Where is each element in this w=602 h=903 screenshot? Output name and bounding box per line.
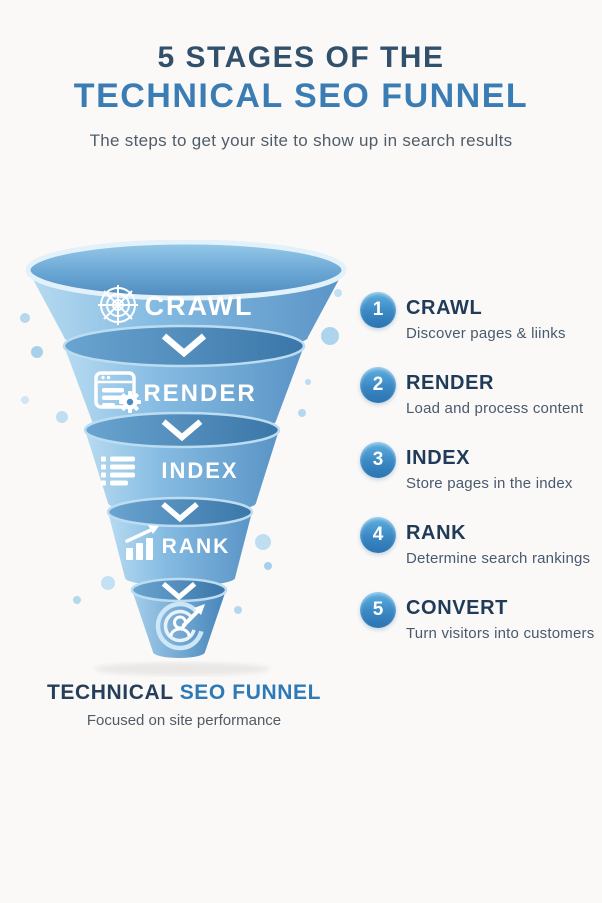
step-description: Store pages in the index [406,475,573,492]
step-number-badge: 2 [360,367,396,403]
caption-subtitle: Focused on site performance [86,712,282,729]
caption-blue-text: SEO FUNNEL [179,681,322,704]
step-item-render: 2 RENDER Load and process content [360,367,598,417]
step-description: Turn visitors into customers [406,625,595,642]
page-subtitle: The steps to get your site to show up in… [89,130,513,150]
funnel-stage-crawl: CRAWL [25,240,347,352]
funnel-graphic: CRAWL [20,240,347,676]
step-title: RANK [406,522,467,544]
step-title: CRAWL [406,297,483,319]
chevron-down-icon [161,333,207,358]
funnel-stage-label-crawl: CRAWL [145,291,254,321]
funnel-stage-label-render: RENDER [143,380,256,407]
step-item-convert: 5 CONVERT Turn visitors into customers [360,592,598,642]
step-description: Discover pages & liinks [406,325,566,342]
step-description: Load and process content [406,400,584,417]
step-number-badge: 5 [360,592,396,628]
page-title-line-1: 5 STAGES OF THE [157,41,445,74]
funnel-stage-render: RENDER [62,324,306,433]
step-item-rank: 4 RANK Determine search rankings [360,517,598,567]
funnel-stage-label-index: INDEX [161,458,238,483]
step-title: RENDER [406,372,495,394]
spider-web-icon [98,285,138,325]
decorative-bubbles [20,289,342,614]
caption-dark-text: TECHNICAL [46,681,174,704]
funnel-stage-index: INDEX [83,411,281,513]
browser-gear-icon [94,371,141,413]
chevron-down-icon [161,419,203,442]
step-item-index: 3 INDEX Store pages in the index [360,442,598,492]
funnel-stage-rank: RANK [106,496,254,586]
bar-chart-arrow-icon [125,525,159,560]
step-title: INDEX [406,447,471,469]
funnel-stage-label-rank: RANK [162,535,231,558]
step-item-crawl: 1 CRAWL Discover pages & liinks [360,292,598,342]
step-number-badge: 4 [360,517,396,553]
page-title-line-2: TECHNICAL SEO FUNNEL [73,77,529,115]
step-number-badge: 3 [360,442,396,478]
step-title: CONVERT [406,597,508,619]
header: 5 STAGES OF THE TECHNICAL SEO FUNNEL The… [0,41,602,151]
chevron-down-icon [161,502,199,523]
list-icon [101,456,135,486]
step-description: Determine search rankings [406,550,591,567]
chevron-down-icons [161,333,207,601]
funnel-stage-convert [130,577,228,658]
funnel-shadow [94,662,270,676]
chevron-down-icon [161,581,197,601]
step-number-badge: 1 [360,292,396,328]
convert-target-icon [155,601,205,651]
